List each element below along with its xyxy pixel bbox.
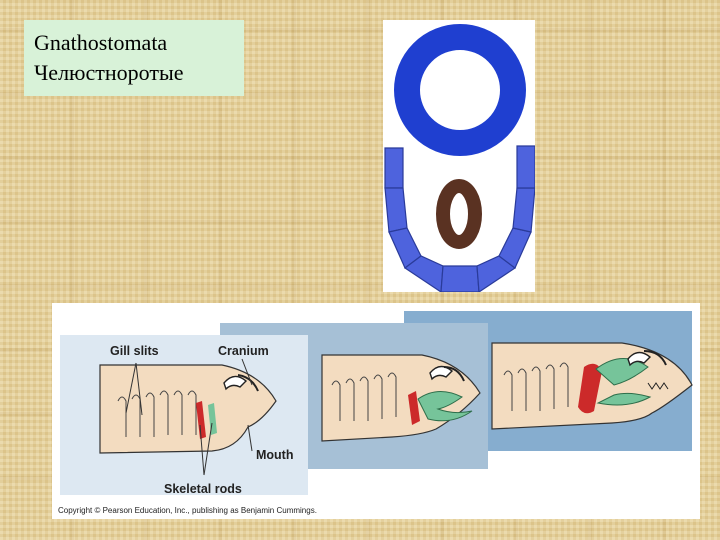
jaw-rod-red-3 xyxy=(578,363,602,414)
cross-section-diagram xyxy=(383,20,535,292)
label-mouth: Mouth xyxy=(256,448,293,462)
notochord-ring xyxy=(436,179,482,249)
slide-title-box: Gnathostomata Челюстноротые xyxy=(24,20,244,96)
title-russian: Челюстноротые xyxy=(34,60,184,85)
jaw-rod-red-2 xyxy=(408,391,420,425)
neural-ring xyxy=(394,24,526,156)
jaw-green-upper-3 xyxy=(595,358,649,386)
skeletal-rod-green-1 xyxy=(208,403,217,435)
head-stage-1 xyxy=(99,364,277,454)
skeletal-rod-red-1 xyxy=(196,401,206,439)
copyright-notice: Copyright © Pearson Education, Inc., pub… xyxy=(58,506,317,515)
jaw-green-2 xyxy=(417,391,473,422)
jaw-evolution-svg: Gill slits Cranium Mouth Skeletal rods C… xyxy=(58,311,693,515)
gill-arch xyxy=(384,145,535,292)
cross-section-svg xyxy=(384,24,535,292)
jaw-evolution-figure: Gill slits Cranium Mouth Skeletal rods C… xyxy=(52,303,700,519)
label-skeletal-rods: Skeletal rods xyxy=(164,482,242,496)
jaw-green-lower-3 xyxy=(596,392,652,406)
leader-lines xyxy=(125,358,253,476)
label-cranium: Cranium xyxy=(218,344,269,358)
head-stage-2 xyxy=(321,354,481,442)
label-gill-slits: Gill slits xyxy=(110,344,159,358)
head-stage-3 xyxy=(491,342,693,430)
title-latin: Gnathostomata xyxy=(34,30,168,55)
